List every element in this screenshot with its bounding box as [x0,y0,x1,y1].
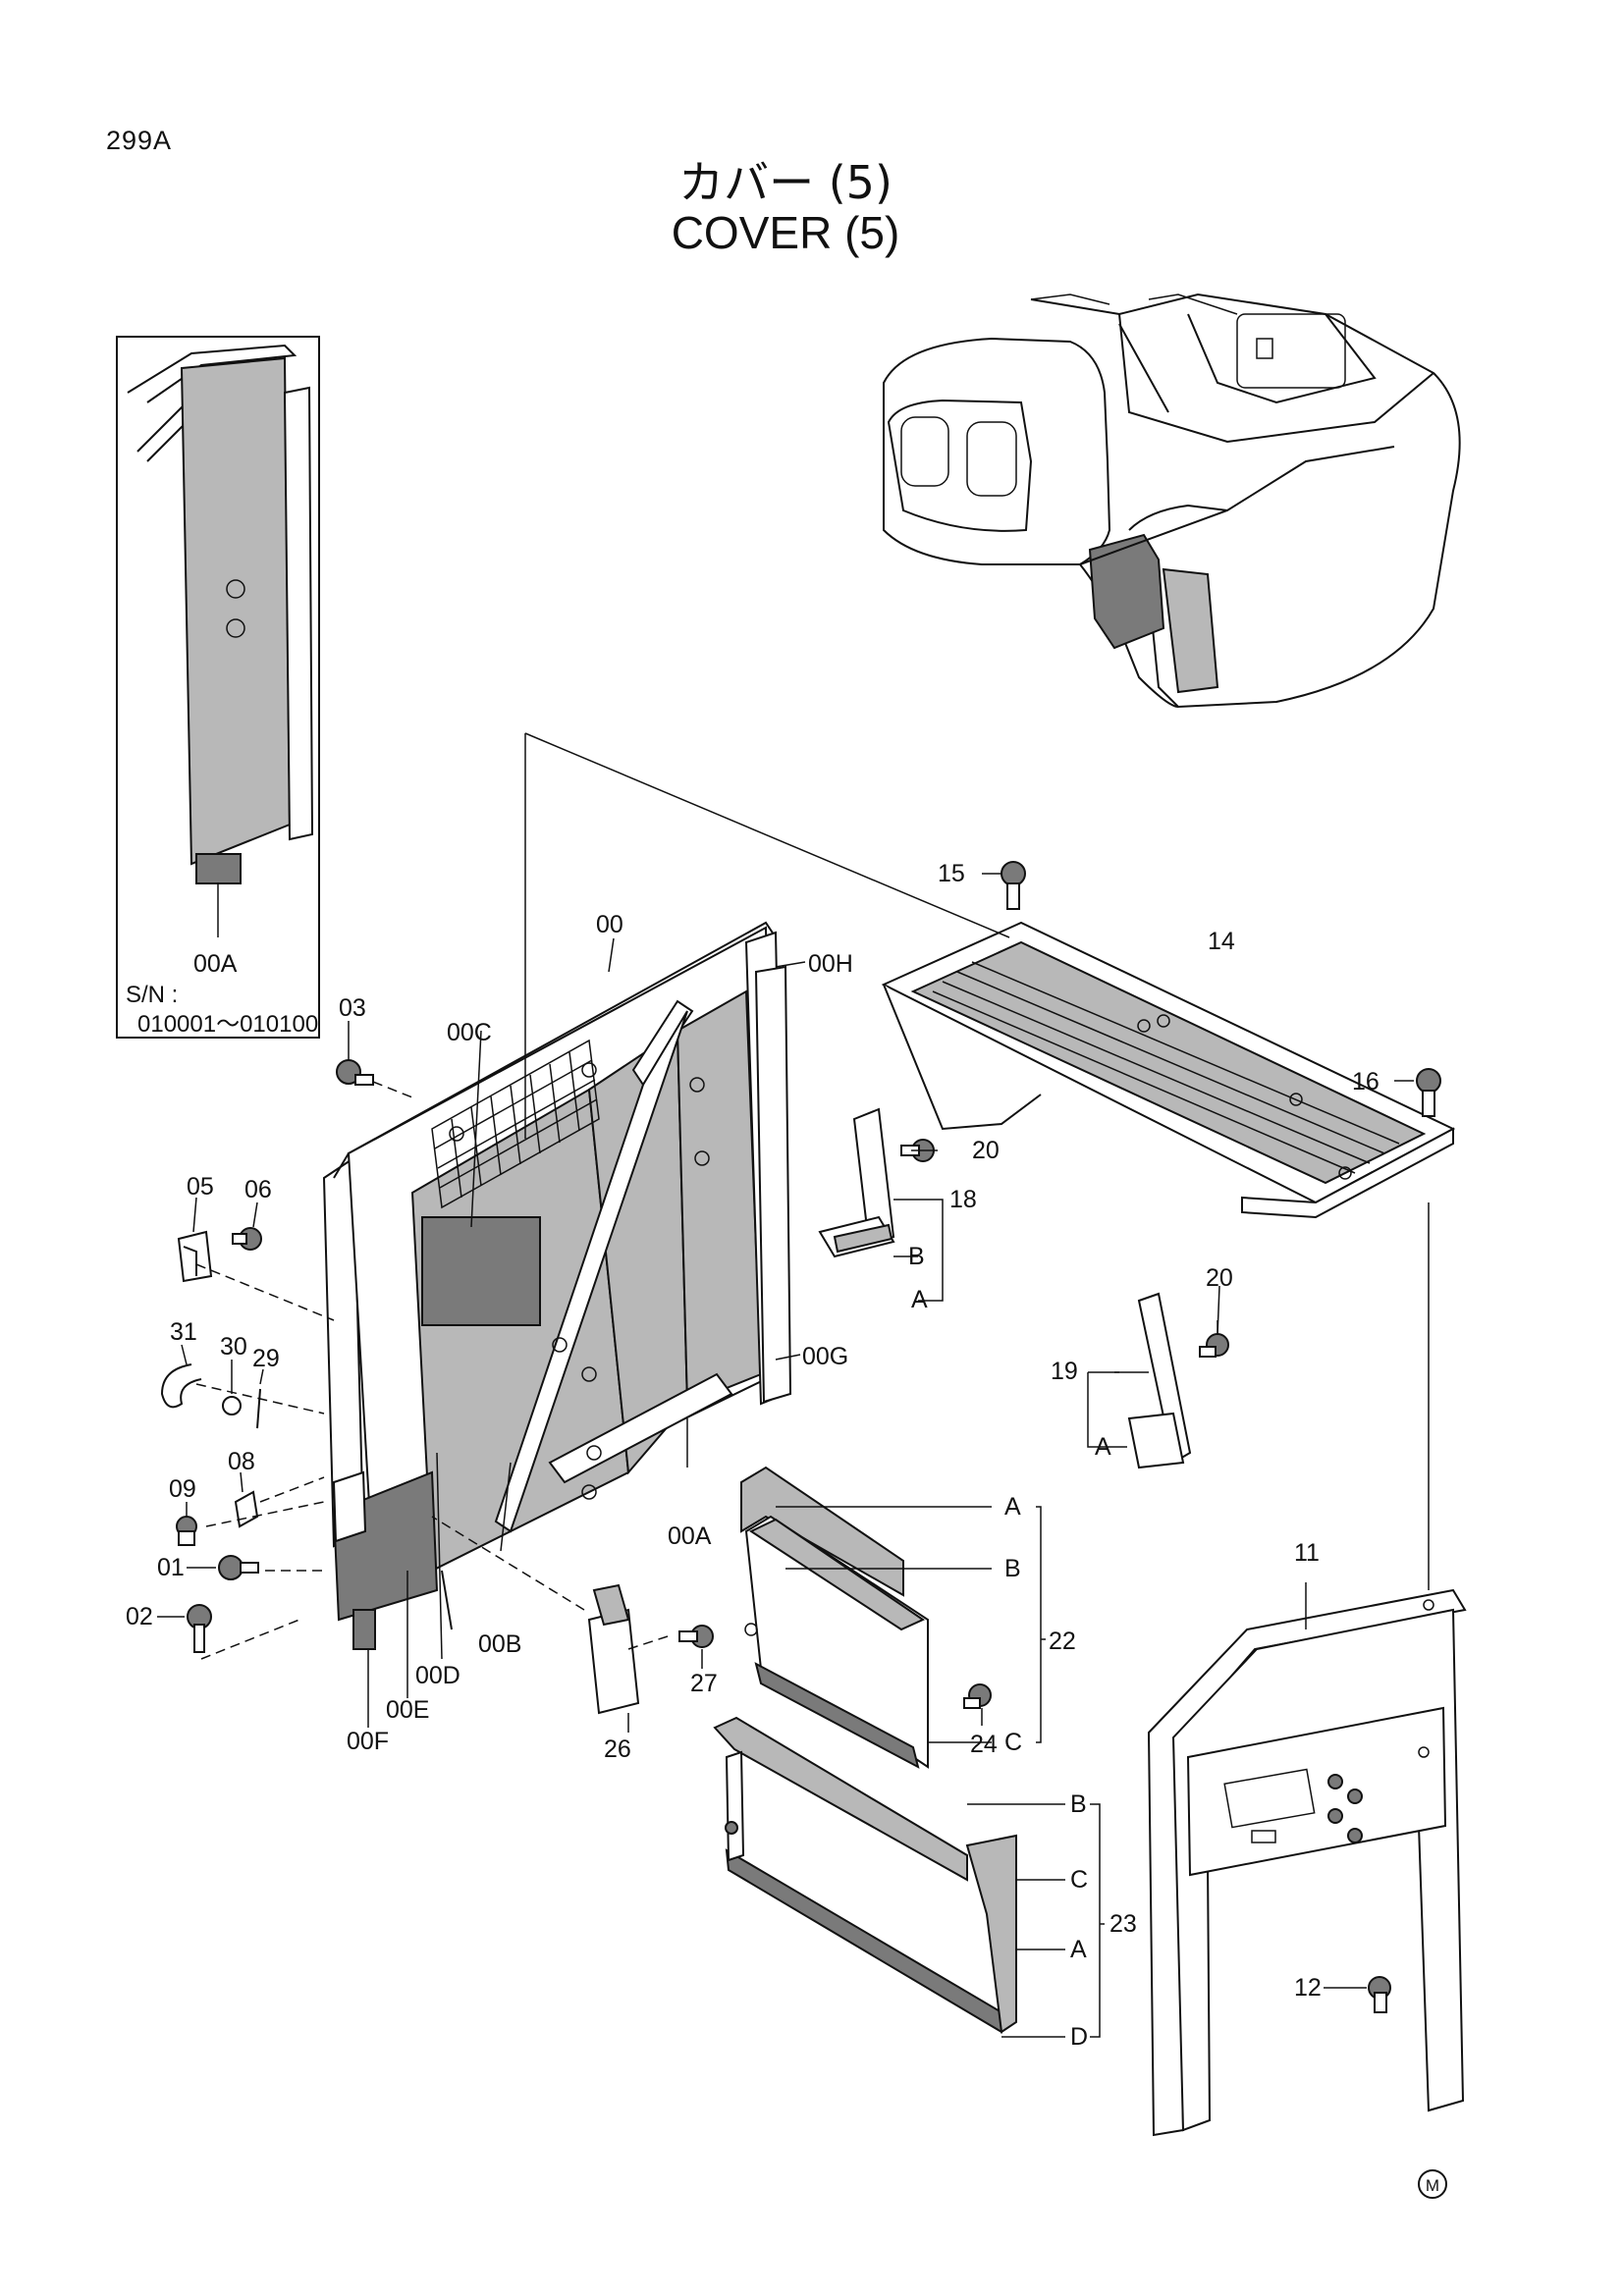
callout-30: 30 [220,1333,247,1361]
callout-27: 27 [690,1670,718,1697]
callout-00: 00 [596,911,623,938]
bracket-08 [234,1490,259,1528]
callout-18: 18 [949,1186,977,1213]
callout-09: 09 [169,1475,196,1503]
sub-19-A: A [1095,1433,1111,1461]
callout-14: 14 [1208,928,1235,955]
inset-part-label: 00A [193,950,238,978]
bolt-06 [232,1227,262,1251]
serial-number-range: 010001～010100 [137,1011,319,1038]
cover-22 [740,1466,929,1769]
sub-23-B: B [1070,1790,1087,1818]
inset-frame [116,336,320,1039]
bolt-01 [218,1555,259,1580]
sub-23-D: D [1070,2023,1089,2051]
sub-18-A: A [911,1286,928,1313]
callout-00A: 00A [668,1522,712,1550]
washer-30 [222,1396,242,1415]
callout-19: 19 [1051,1358,1078,1385]
sub-22-C: C [1004,1729,1023,1756]
callout-00E: 00E [386,1696,430,1724]
callout-03: 03 [339,994,366,1022]
callout-08: 08 [228,1448,255,1475]
screw-27 [678,1625,714,1648]
title-english: COVER (5) [671,207,900,258]
callout-05: 05 [187,1173,214,1201]
bolt-12 [1368,1976,1391,2013]
callout-22: 22 [1049,1628,1076,1655]
excavator-overview [883,293,1461,709]
callout-20a: 20 [972,1137,1000,1164]
callout-24: 24 [970,1731,998,1758]
bolt-20b [1199,1333,1229,1358]
hose-31 [160,1363,202,1409]
mesh-grille [431,1039,600,1209]
callout-00F: 00F [347,1728,390,1755]
callout-16: 16 [1352,1068,1380,1095]
callout-15: 15 [938,860,965,887]
frame-11 [1147,1588,1467,2137]
callout-31: 31 [170,1318,197,1346]
callout-06: 06 [244,1176,272,1203]
callout-12: 12 [1294,1974,1322,2002]
callout-00D: 00D [415,1662,460,1689]
cover-23 [713,1716,1017,2034]
hidden-lines [195,1081,669,1660]
inset-00A-detail [127,344,314,937]
callout-00G: 00G [802,1343,849,1370]
sub-22-B: B [1004,1555,1021,1582]
callout-29: 29 [252,1345,280,1372]
callout-11: 11 [1294,1539,1320,1567]
panel-assembly-00 [322,921,792,1650]
bracket-18 [818,1107,895,1258]
serial-number-label: S/N : [126,982,179,1008]
callout-00C: 00C [447,1019,492,1046]
sub-23-A: A [1070,1936,1087,1963]
holder-26 [587,1583,640,1715]
callout-23: 23 [1109,1910,1137,1938]
pin-29 [256,1388,261,1429]
title-japanese: カバー (5) [678,156,893,209]
callout-26: 26 [604,1735,631,1763]
callout-20b: 20 [1206,1264,1233,1292]
bolt-16 [1416,1068,1441,1117]
bracket-19 [1127,1292,1192,1469]
bolt-03 [336,1059,374,1086]
callout-02: 02 [126,1603,153,1630]
leader-lines [157,732,1430,2038]
bolt-15 [1001,861,1026,910]
page-code: 299A [106,126,173,155]
callout-01: 01 [157,1554,185,1581]
cover-14 [881,921,1456,1219]
bracket-05 [177,1230,213,1283]
sub-23-C: C [1070,1866,1089,1894]
bolt-02 [187,1604,212,1653]
callout-00B: 00B [478,1630,522,1658]
callout-00H: 00H [808,950,853,978]
sub-22-A: A [1004,1493,1021,1521]
bolt-24 [963,1683,992,1709]
bolt-09 [176,1516,197,1546]
sub-18-B: B [908,1243,925,1270]
circled-m-mark: M [1418,2169,1447,2199]
